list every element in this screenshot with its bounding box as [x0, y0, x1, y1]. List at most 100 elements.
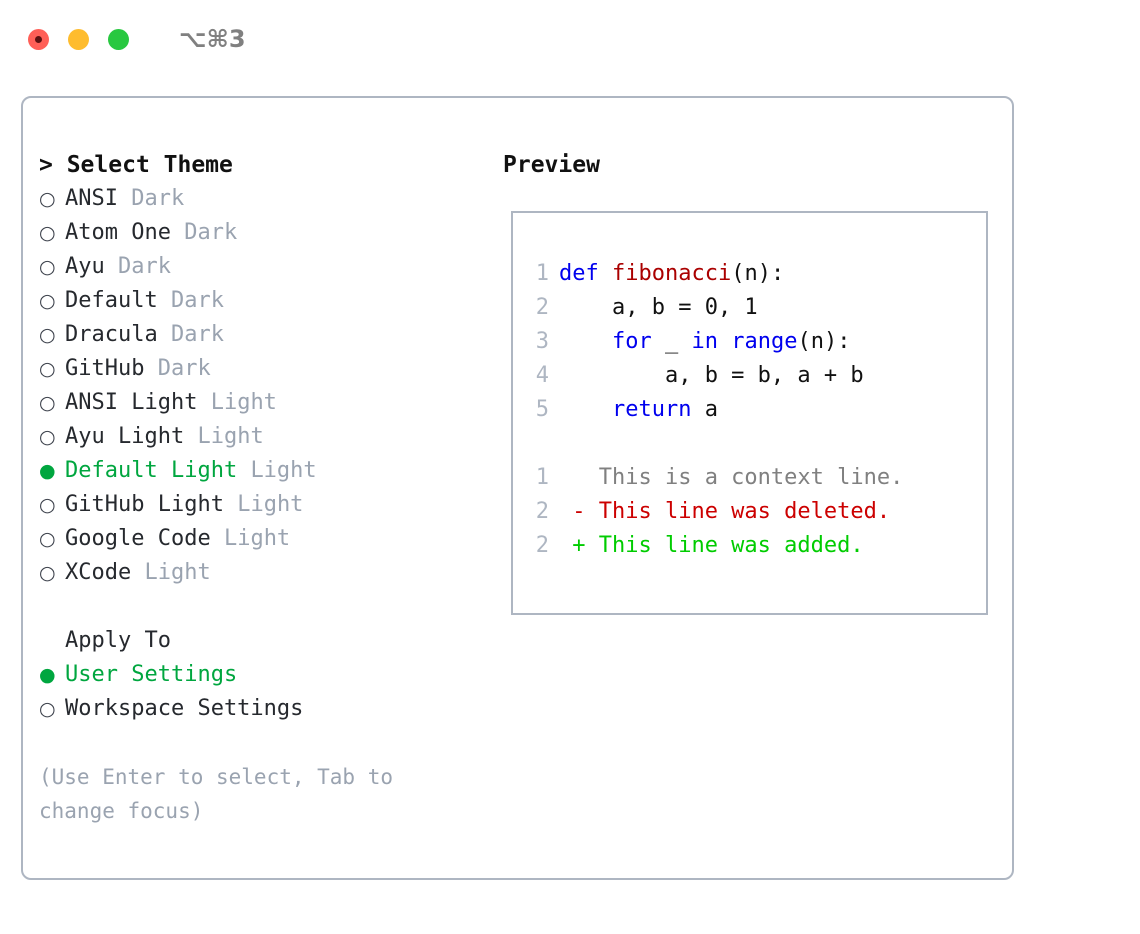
radio-unselected-icon: ○ — [39, 392, 56, 414]
label-variant-separator — [158, 284, 171, 318]
radio-unselected-icon: ○ — [39, 528, 56, 550]
label-variant-separator — [171, 216, 184, 250]
label-variant-separator — [105, 250, 118, 284]
select-theme-title: Select Theme — [66, 152, 233, 178]
diff-line: 1 This is a context line. — [531, 461, 986, 495]
keyboard-shortcut-label: ⌥⌘3 — [179, 25, 246, 53]
theme-option-variant: Dark — [131, 186, 185, 211]
theme-option-variant: Light — [144, 560, 211, 585]
maximize-button[interactable] — [108, 28, 129, 50]
theme-option-variant: Light — [223, 526, 291, 551]
token-plain: a, b = 0, 1 — [559, 295, 758, 320]
focus-caret: > — [39, 152, 67, 178]
radio-unselected-icon: ○ — [39, 256, 56, 278]
theme-option-label: Default Light — [65, 458, 238, 483]
theme-option-variant: Light — [237, 492, 304, 517]
token-kw: def — [559, 261, 612, 286]
radio-unselected-icon: ○ — [39, 494, 56, 516]
apply-to-option-user-settings[interactable]: ● User Settings — [39, 658, 503, 692]
theme-option-variant: Light — [197, 424, 264, 449]
apply-to-marker-placeholder: ○ — [39, 624, 65, 658]
theme-option-google-code[interactable]: ○Google Code Light — [39, 522, 503, 556]
label-variant-separator — [237, 454, 250, 488]
code-line-text: return a — [559, 393, 718, 427]
theme-option-label: Dracula — [65, 322, 158, 347]
diff-sample: 1 This is a context line.2 - This line w… — [531, 461, 986, 563]
keyboard-hint-text: (Use Enter to select, Tab to change focu… — [39, 765, 406, 823]
code-diff-spacer — [531, 427, 986, 461]
label-variant-separator — [158, 318, 171, 352]
theme-option-ayu-light[interactable]: ○ Ayu Light Light — [39, 420, 503, 454]
theme-option-default-light[interactable]: ●Default Light Light — [39, 454, 503, 488]
label-variant-separator — [118, 182, 131, 216]
apply-to-option-label: User Settings — [65, 662, 238, 687]
label-variant-separator — [224, 488, 237, 522]
code-line-text: + This line was added. — [559, 529, 863, 563]
token-plain — [559, 329, 612, 354]
radio-unselected-icon: ○ — [39, 562, 56, 584]
token-kw: return — [611, 397, 692, 422]
code-line-text: def fibonacci(n): — [559, 257, 784, 291]
token-plain: _ — [651, 329, 692, 354]
code-line-text: - This line was deleted. — [559, 495, 890, 529]
code-line-text: a, b = 0, 1 — [559, 291, 758, 325]
theme-option-label: Atom One — [65, 220, 171, 245]
theme-option-variant: Dark — [157, 356, 211, 381]
title-bar: ⌥⌘3 — [0, 0, 1140, 78]
label-variant-separator — [131, 556, 144, 590]
close-button[interactable] — [28, 28, 49, 50]
line-number: 1 — [535, 465, 549, 490]
token-del: - This line was deleted. — [559, 499, 891, 524]
theme-option-label: ANSI — [65, 186, 118, 211]
token-ctx: This is a context line. — [559, 465, 904, 490]
select-theme-heading: > Select Theme — [39, 148, 503, 182]
token-plain: a — [691, 397, 718, 422]
code-line-text: for _ in range(n): — [559, 325, 850, 359]
code-line: 5 return a — [531, 393, 986, 427]
line-number: 2 — [535, 533, 549, 558]
apply-to-option-workspace-settings[interactable]: ○Workspace Settings — [39, 692, 503, 726]
theme-option-github[interactable]: ○GitHub Dark — [39, 352, 503, 386]
theme-option-variant: Dark — [118, 254, 171, 279]
theme-option-variant: Dark — [170, 322, 224, 347]
theme-option-variant: Light — [250, 458, 317, 483]
theme-option-ansi[interactable]: ○ANSI Dark — [39, 182, 503, 216]
theme-option-dracula[interactable]: ○Dracula Dark — [39, 318, 503, 352]
theme-option-label: XCode — [65, 560, 132, 585]
token-plain: a, b = b, a + b — [559, 363, 864, 388]
section-spacer — [39, 590, 503, 624]
token-plain — [718, 329, 731, 354]
radio-unselected-icon: ○ — [39, 426, 56, 448]
radio-unselected-icon: ○ — [39, 222, 56, 244]
theme-option-atom-one[interactable]: ○Atom One Dark — [39, 216, 503, 250]
theme-option-label: GitHub Light — [65, 492, 224, 517]
label-variant-separator — [144, 352, 157, 386]
theme-option-default[interactable]: ○Default Dark — [39, 284, 503, 318]
theme-option-label: ANSI Light — [65, 390, 198, 415]
line-number: 5 — [535, 397, 549, 422]
apply-to-option-label: Workspace Settings — [65, 696, 304, 721]
token-plain: (n): — [797, 329, 851, 354]
theme-option-list: ○ANSI Dark○Atom One Dark○Ayu Dark○Defaul… — [39, 182, 503, 590]
line-number: 4 — [535, 363, 549, 388]
token-plain — [559, 397, 612, 422]
theme-option-ayu[interactable]: ○Ayu Dark — [39, 250, 503, 284]
minimize-button[interactable] — [68, 28, 89, 50]
token-plain: (n): — [731, 261, 785, 286]
diff-line: 2 - This line was deleted. — [531, 495, 986, 529]
line-number: 2 — [535, 499, 549, 524]
token-fn: fibonacci — [611, 261, 732, 286]
theme-option-xcode[interactable]: ○ XCode Light — [39, 556, 503, 590]
radio-selected-icon: ● — [39, 664, 56, 686]
theme-option-label: Ayu Light — [65, 424, 185, 449]
label-variant-separator — [211, 522, 224, 556]
radio-unselected-icon: ○ — [39, 290, 56, 312]
apply-to-heading: ○Apply To — [39, 624, 503, 658]
theme-option-github-light[interactable]: ○ GitHub Light Light — [39, 488, 503, 522]
theme-option-ansi-light[interactable]: ○ANSI Light Light — [39, 386, 503, 420]
code-line: 4 a, b = b, a + b — [531, 359, 986, 393]
